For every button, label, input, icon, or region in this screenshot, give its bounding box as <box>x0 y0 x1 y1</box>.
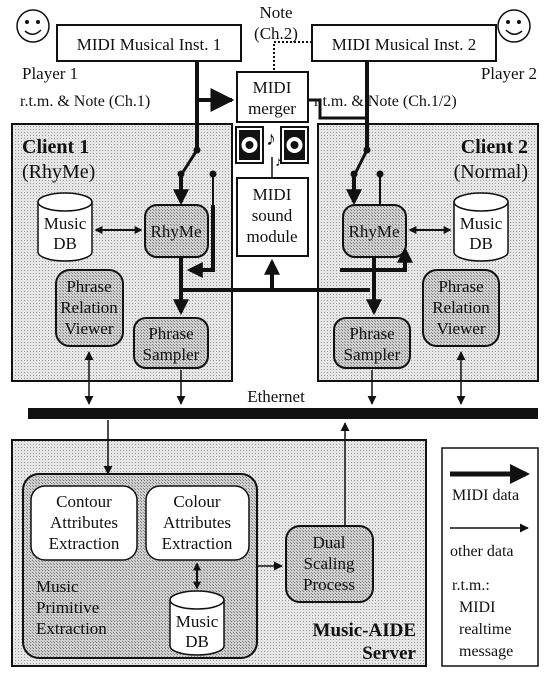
legend-other-label: other data <box>450 543 514 560</box>
midi-arrow-feedback1 <box>186 205 215 278</box>
client2-title: Client 2 <box>461 136 528 158</box>
legend-rtm-line1: r.t.m.: <box>452 577 490 594</box>
merger-line2: merger <box>248 99 296 118</box>
legend-rtm-line3: realtime <box>459 621 511 638</box>
signal1-label: r.t.m. & Note (Ch.1) <box>20 93 150 110</box>
contour-line1: Contour <box>56 492 112 511</box>
client1-rhyme-label: RhyMe <box>151 222 202 241</box>
client2-viewer-line3: Viewer <box>436 319 485 338</box>
primitive-line3: Extraction <box>36 619 107 638</box>
server-title-line1: Music-AIDE <box>313 620 416 641</box>
contour-line3: Extraction <box>49 534 120 553</box>
note-ch2-link <box>273 41 312 72</box>
merger-line1: MIDI <box>253 78 292 97</box>
player2-label: Player 2 <box>481 64 537 83</box>
midi-arrow-feedback2 <box>340 246 413 272</box>
legend-rtm-line4: message <box>459 643 513 660</box>
client2-db-line2: DB <box>469 234 493 253</box>
client1-viewer-line2: Relation <box>60 298 118 317</box>
client2-sampler-line2: Sampler <box>344 345 401 364</box>
client1-viewer-line3: Viewer <box>64 319 113 338</box>
instrument2-box <box>311 24 497 62</box>
note-ch2-line1: Note <box>259 3 292 22</box>
client1-sampler-line2: Sampler <box>143 345 200 364</box>
contour-box <box>30 485 138 561</box>
ethernet-label: Ethernet <box>247 387 305 406</box>
ethernet-bar <box>28 408 538 419</box>
client1-title: Client 1 <box>22 136 89 158</box>
server-database-icon <box>169 590 225 656</box>
dual-line2: Scaling <box>304 554 355 573</box>
client1-viewer-box <box>55 269 124 347</box>
client2-database-icon <box>453 192 509 262</box>
client1-sampler-line1: Phrase <box>148 324 193 343</box>
primitive-line1: Music <box>36 577 79 596</box>
instrument2-label: MIDI Musical Inst. 2 <box>332 35 476 54</box>
instrument1-label: MIDI Musical Inst. 1 <box>77 35 221 54</box>
note-ch2-line2: (Ch.2) <box>254 24 298 43</box>
signal2-label: r.t.m. & Note (Ch.1/2) <box>314 93 457 110</box>
module-line1: MIDI <box>253 185 292 204</box>
colour-box <box>145 485 250 561</box>
player1-label: Player 1 <box>22 64 78 83</box>
legend-midi-label: MIDI data <box>452 487 519 504</box>
client1-viewer-line1: Phrase <box>66 277 111 296</box>
midi-arrow-merger-out <box>308 98 367 120</box>
client1-sampler-box <box>133 317 209 369</box>
client2-subtitle: (Normal) <box>454 161 528 183</box>
module-line2: sound <box>252 206 293 225</box>
server-title-line2: Server <box>362 643 416 664</box>
client1-db-line1: Music <box>44 214 87 233</box>
client1-database-icon <box>37 192 93 262</box>
server-db-line1: Music <box>176 612 219 631</box>
primitive-line2: Primitive <box>36 598 99 617</box>
music-note-icon: ♪ <box>266 128 276 150</box>
midi-merger-box <box>236 71 309 123</box>
dual-scaling-box <box>285 525 374 603</box>
legend-box <box>441 447 539 667</box>
client2-sampler-line1: Phrase <box>349 324 394 343</box>
client2-sampler-box <box>333 317 411 369</box>
speaker-right-icon <box>280 126 309 164</box>
legend-rtm-line2: MIDI <box>459 599 495 616</box>
client2-viewer-line2: Relation <box>432 298 490 317</box>
player2-face-icon <box>497 9 531 43</box>
client2-db-line1: Music <box>460 214 503 233</box>
server-db-line2: DB <box>185 632 209 651</box>
client2-switch-icon <box>346 124 384 206</box>
client1-switch-icon <box>173 124 217 206</box>
module-line3: module <box>247 227 298 246</box>
contour-line2: Attributes <box>50 513 118 532</box>
player1-face-icon <box>16 9 50 43</box>
instrument1-box <box>56 24 242 62</box>
dual-line1: Dual <box>312 533 345 552</box>
client2-viewer-box <box>422 269 500 347</box>
client1-subtitle: (RhyMe) <box>22 161 95 183</box>
client1-db-line2: DB <box>53 234 77 253</box>
colour-line1: Colour <box>173 492 221 511</box>
colour-line2: Attributes <box>163 513 231 532</box>
client2-rhyme-label: RhyMe <box>349 222 400 241</box>
speaker-left-icon <box>235 126 264 164</box>
sound-module-box <box>236 177 309 257</box>
colour-line3: Extraction <box>162 534 233 553</box>
music-note-icon-2: ♪ <box>275 155 282 170</box>
dual-line3: Process <box>303 575 355 594</box>
client2-viewer-line1: Phrase <box>438 277 483 296</box>
